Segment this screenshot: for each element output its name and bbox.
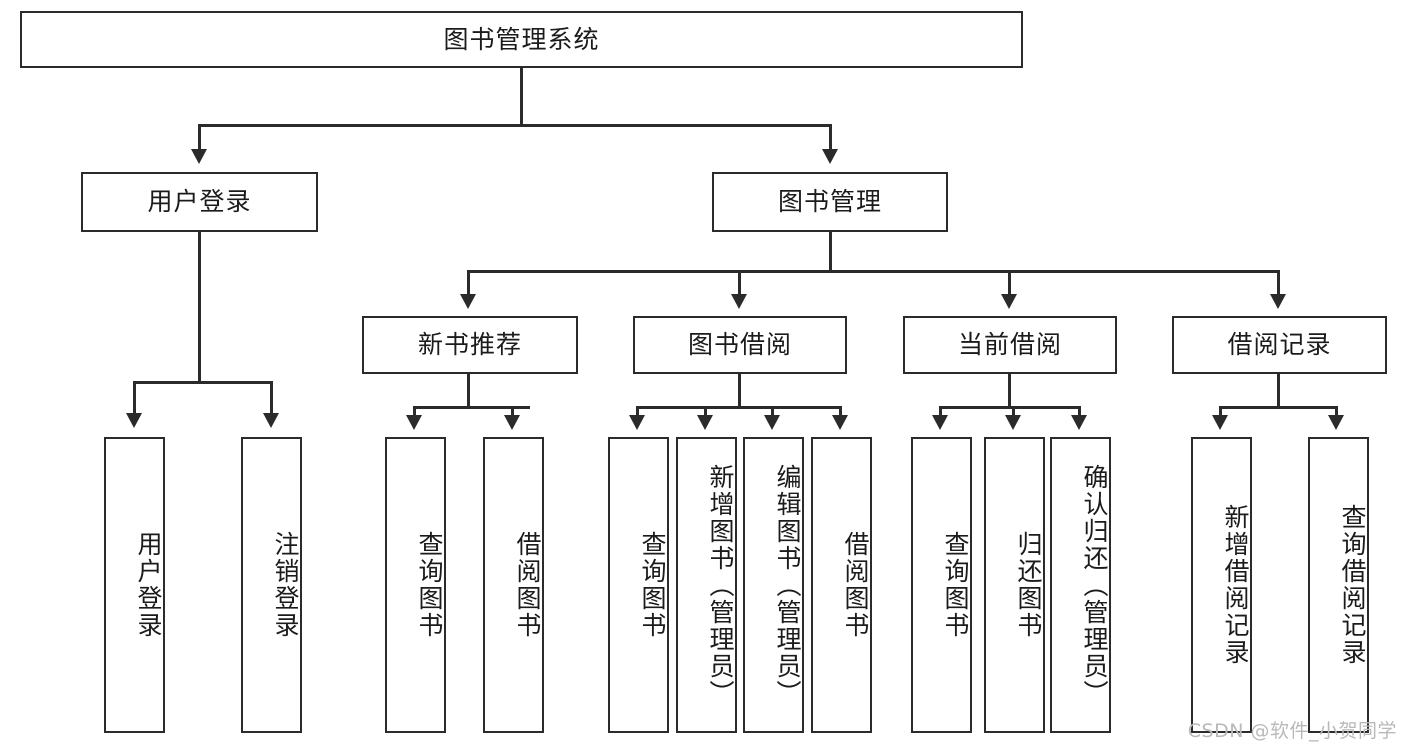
connector-book-borrow-bus xyxy=(636,406,842,409)
connector-book-manage-drop-2 xyxy=(738,270,741,297)
node-label: 借阅图书 xyxy=(513,531,542,639)
node-label: 归还图书 xyxy=(1014,531,1043,639)
connector-root-bus xyxy=(198,124,832,127)
arrowhead-leaf-query-book-3 xyxy=(932,415,948,430)
node-current-borrow[interactable]: 当前借阅 xyxy=(903,316,1117,374)
watermark-text: CSDN @软件_小贺同学 xyxy=(1187,720,1397,742)
node-label: 新增借阅记录 xyxy=(1221,504,1250,666)
node-root-book-management-system[interactable]: 图书管理系统 xyxy=(20,11,1023,68)
node-new-book-recommend[interactable]: 新书推荐 xyxy=(362,316,578,374)
arrowhead-current-borrow xyxy=(1001,294,1017,309)
connector-current-borrow-bus xyxy=(939,406,1081,409)
connector-book-borrow-drop-2 xyxy=(704,406,707,418)
connector-book-manage-drop-3 xyxy=(1008,270,1011,297)
node-leaf-query-book-current[interactable]: 查询图书 xyxy=(911,437,972,733)
node-label: 用户登录 xyxy=(134,531,163,639)
connector-new-book-stem xyxy=(467,374,470,408)
arrowhead-borrow-record xyxy=(1270,294,1286,309)
connector-current-borrow-drop-3 xyxy=(1078,406,1081,418)
connector-current-borrow-stem xyxy=(1008,374,1011,408)
connector-book-manage-drop-1 xyxy=(467,270,470,297)
connector-root-stem xyxy=(520,68,523,126)
connector-new-book-drop-2 xyxy=(511,406,514,418)
node-label: 借阅记录 xyxy=(1227,330,1332,360)
node-label: 图书借阅 xyxy=(687,330,792,360)
node-label: 查询图书 xyxy=(941,531,970,639)
node-leaf-query-record[interactable]: 查询借阅记录 xyxy=(1308,437,1369,733)
connector-user-login-drop-2 xyxy=(270,381,273,415)
arrowhead-leaf-edit-book xyxy=(764,415,780,430)
arrowhead-leaf-add-record xyxy=(1212,415,1228,430)
connector-user-login-stem xyxy=(198,232,201,383)
connector-borrow-record-stem xyxy=(1277,374,1280,408)
connector-book-manage-stem xyxy=(829,232,832,272)
node-leaf-add-record[interactable]: 新增借阅记录 xyxy=(1191,437,1252,733)
arrowhead-leaf-query-book-2 xyxy=(629,415,645,430)
node-leaf-confirm-return[interactable]: 确认归还（管理员） xyxy=(1050,437,1111,733)
node-leaf-user-login[interactable]: 用户登录 xyxy=(104,437,165,733)
node-label: 图书管理系统 xyxy=(443,24,600,54)
arrowhead-leaf-return-book xyxy=(1005,415,1021,430)
connector-book-borrow-drop-1 xyxy=(636,406,639,418)
node-leaf-borrow-book[interactable]: 借阅图书 xyxy=(811,437,872,733)
node-label: 查询借阅记录 xyxy=(1338,504,1367,666)
node-book-borrow[interactable]: 图书借阅 xyxy=(633,316,847,374)
node-leaf-borrow-book-new[interactable]: 借阅图书 xyxy=(483,437,544,733)
arrowhead-leaf-user-login xyxy=(126,413,142,428)
node-leaf-query-book-new[interactable]: 查询图书 xyxy=(385,437,446,733)
connector-book-borrow-stem xyxy=(738,374,741,408)
arrowhead-user-login xyxy=(191,149,207,164)
node-label: 注销登录 xyxy=(271,531,300,639)
node-leaf-return-book[interactable]: 归还图书 xyxy=(984,437,1045,733)
node-book-manage[interactable]: 图书管理 xyxy=(712,172,948,232)
connector-book-borrow-drop-3 xyxy=(771,406,774,418)
node-label: 编辑图书（管理员） xyxy=(773,463,802,707)
arrowhead-leaf-query-book-1 xyxy=(406,415,422,430)
connector-user-login-drop-1 xyxy=(133,381,136,415)
connector-borrow-record-drop-1 xyxy=(1219,406,1222,418)
node-label: 查询图书 xyxy=(638,531,667,639)
arrowhead-book-borrow xyxy=(731,294,747,309)
arrowhead-leaf-add-book xyxy=(697,415,713,430)
node-label: 新增图书（管理员） xyxy=(706,463,735,707)
node-leaf-edit-book[interactable]: 编辑图书（管理员） xyxy=(743,437,804,733)
connector-new-book-drop-1 xyxy=(413,406,416,418)
connector-book-manage-drop-4 xyxy=(1277,270,1280,297)
arrowhead-leaf-query-record xyxy=(1328,415,1344,430)
connector-new-book-bus xyxy=(413,406,530,409)
arrowhead-new-book-recommend xyxy=(460,294,476,309)
arrowhead-leaf-borrow-book-1 xyxy=(504,415,520,430)
arrowhead-leaf-confirm-return xyxy=(1071,415,1087,430)
node-label: 确认归还（管理员） xyxy=(1080,463,1109,707)
connector-borrow-record-drop-2 xyxy=(1335,406,1338,418)
node-label: 借阅图书 xyxy=(841,531,870,639)
node-leaf-logout[interactable]: 注销登录 xyxy=(241,437,302,733)
connector-root-to-user-login xyxy=(198,124,201,151)
connector-current-borrow-drop-1 xyxy=(939,406,942,418)
connector-root-to-book-manage xyxy=(829,124,832,151)
connector-borrow-record-bus xyxy=(1219,406,1338,409)
node-label: 当前借阅 xyxy=(957,330,1062,360)
node-label: 查询图书 xyxy=(415,531,444,639)
node-leaf-add-book[interactable]: 新增图书（管理员） xyxy=(676,437,737,733)
node-leaf-query-book-borrow[interactable]: 查询图书 xyxy=(608,437,669,733)
node-label: 图书管理 xyxy=(777,187,882,217)
node-borrow-record[interactable]: 借阅记录 xyxy=(1172,316,1387,374)
connector-user-login-bus xyxy=(133,381,273,384)
arrowhead-leaf-borrow-book-2 xyxy=(832,415,848,430)
arrowhead-leaf-logout xyxy=(263,413,279,428)
node-user-login[interactable]: 用户登录 xyxy=(81,172,318,232)
connector-book-manage-bus xyxy=(467,270,1280,273)
node-label: 新书推荐 xyxy=(417,330,522,360)
arrowhead-book-manage xyxy=(822,149,838,164)
connector-current-borrow-drop-2 xyxy=(1012,406,1015,418)
connector-book-borrow-drop-4 xyxy=(839,406,842,418)
node-label: 用户登录 xyxy=(147,187,252,217)
